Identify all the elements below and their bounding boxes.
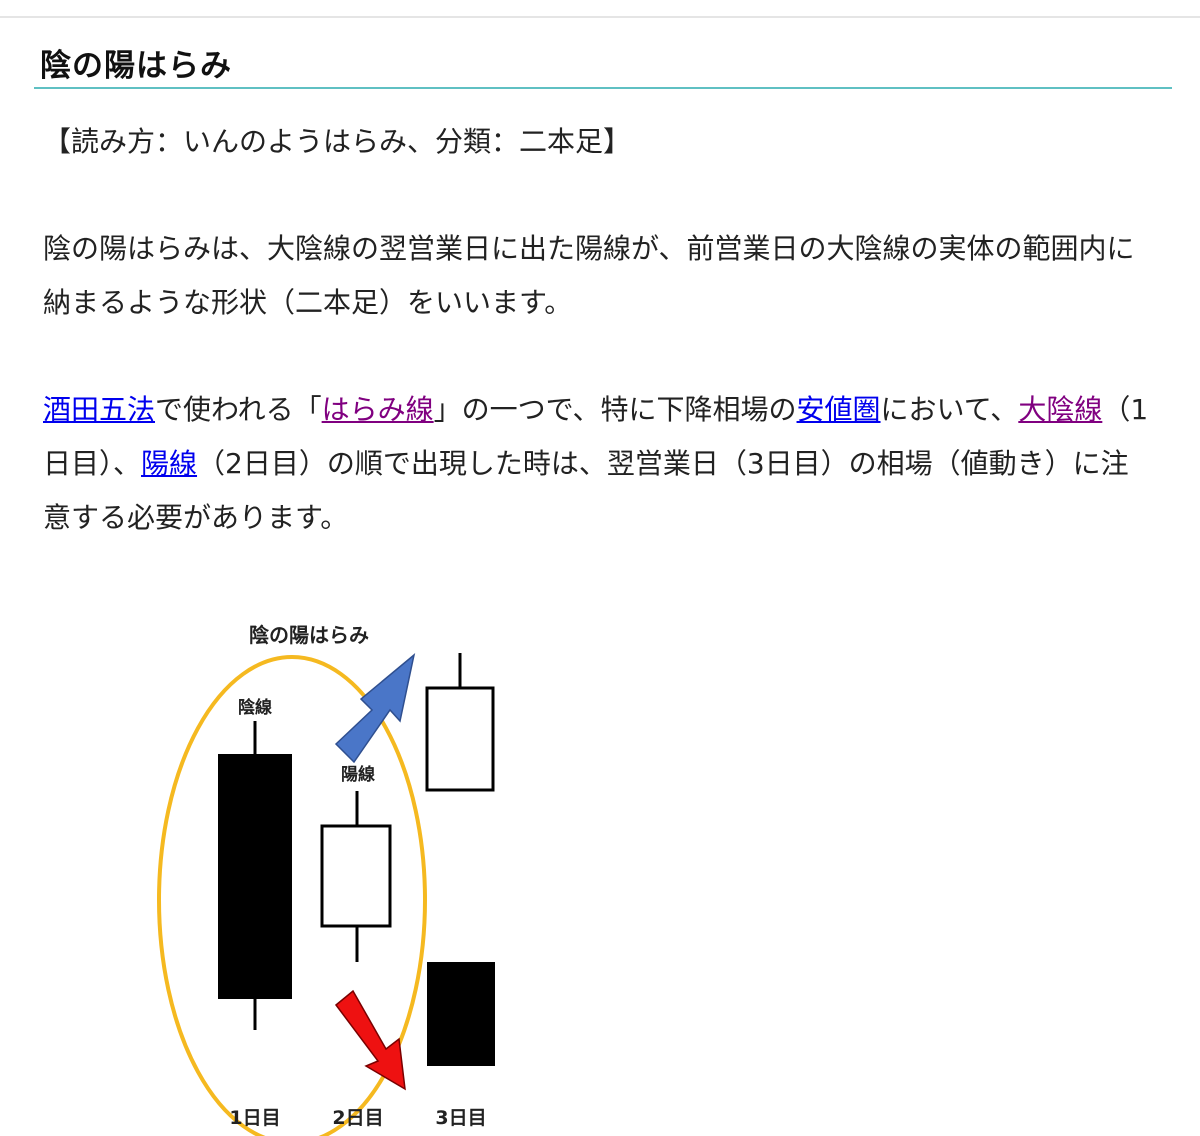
day3-bearish-body <box>427 962 495 1066</box>
link-sakata-goho[interactable]: 酒田五法 <box>43 393 156 426</box>
usage-paragraph: 酒田五法で使われる「はらみ線」の一つで、特に下降相場の安値圏において、大陰線（1… <box>43 383 1153 545</box>
usage-text-1: で使われる「 <box>155 393 322 426</box>
definition-paragraph: 陰の陽はらみは、大陰線の翌営業日に出た陽線が、前営業日の大陰線の実体の範囲内に納… <box>43 232 1135 319</box>
usage-text-3: において、 <box>880 393 1019 426</box>
day1-bearish-body <box>218 754 292 999</box>
reading-classification: 【読み方：いんのようはらみ、分類：二本足】 <box>43 125 632 158</box>
day3-label: 3日目 <box>435 1107 486 1129</box>
day3-bullish-body <box>425 686 495 792</box>
figure-title: 陰の陽はらみ <box>249 623 369 647</box>
link-harami-sen[interactable]: はらみ線 <box>321 393 434 426</box>
arrow-up-icon <box>334 653 416 764</box>
arrow-down-icon <box>334 989 406 1091</box>
day1-label: 1日目 <box>229 1107 280 1129</box>
page-title: 陰の陽はらみ <box>40 48 232 84</box>
link-dai-insen[interactable]: 大陰線 <box>1018 393 1103 426</box>
link-yasune-ken[interactable]: 安値圏 <box>796 393 881 426</box>
heading-underline <box>34 87 1172 89</box>
day2-bullish-body <box>320 824 392 928</box>
candlestick-diagram: 陰の陽はらみ 陰線 陽線 1日目 2日目 3日目 <box>157 623 495 1136</box>
usage-text-2: 」の一つで、特に下降相場の <box>433 393 797 426</box>
highlight-ellipse <box>157 655 427 1136</box>
usage-text-5: （2日目）の順で出現した時は、翌営業日（3日目）の相場（値動き）に注意する必要が… <box>43 447 1129 534</box>
top-divider <box>0 16 1200 18</box>
candlestick-figure: 陰の陽はらみ 陰線 陽線 1日目 2日目 3日目 <box>150 600 550 1136</box>
link-yosen[interactable]: 陽線 <box>141 447 198 480</box>
day2-label: 2日目 <box>332 1107 383 1129</box>
usage-text-4: （1日目）、 <box>43 393 1149 480</box>
label-yosen: 陽線 <box>341 764 375 785</box>
label-insen: 陰線 <box>238 697 272 718</box>
